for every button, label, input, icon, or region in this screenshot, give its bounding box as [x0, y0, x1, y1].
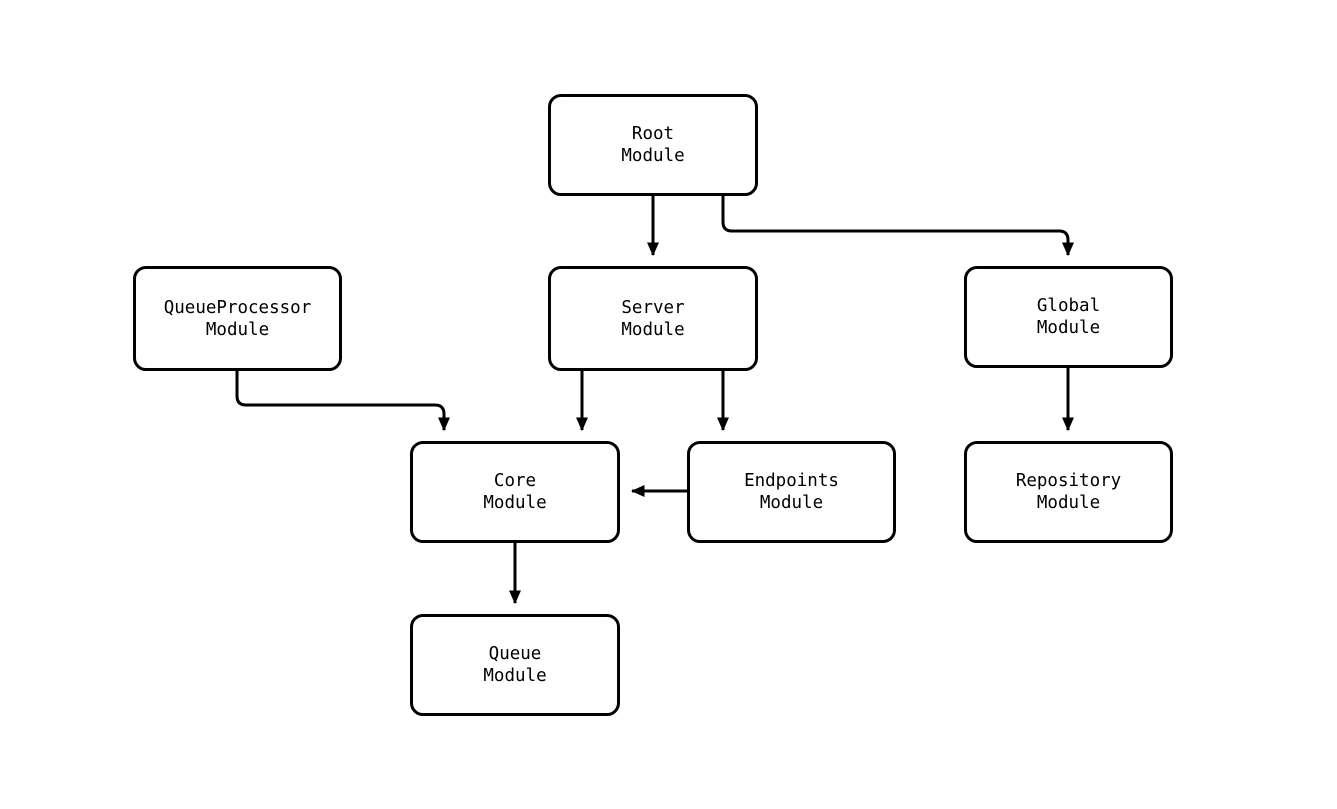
node-server-module-line2: Module — [621, 319, 685, 340]
node-repository-module-line1: Repository — [1015, 471, 1122, 491]
node-repository-module-line2: Module — [1036, 493, 1101, 513]
edge-root-to-global — [721, 196, 1075, 257]
node-global-module-line2: Module — [1036, 318, 1101, 338]
node-core-module-line1: Core — [493, 471, 537, 491]
node-endpoints-module-line2: Module — [759, 493, 824, 513]
node-queueprocessor-module-line2: Module — [205, 319, 270, 340]
node-endpoints-module-line1: Endpoints — [744, 471, 839, 491]
node-root-module-line2: Module — [621, 146, 685, 166]
edge-queueprocessor-to-core — [235, 371, 451, 432]
node-endpoints-module[interactable]: Endpoints Module — [687, 441, 896, 543]
node-global-module-line1: Global — [1036, 296, 1101, 316]
node-core-module[interactable]: Core Module — [410, 441, 620, 543]
node-root-module-line1: Root — [631, 124, 675, 144]
node-repository-module[interactable]: Repository Module — [964, 441, 1173, 543]
node-queue-module-line1: Queue — [488, 644, 542, 664]
node-core-module-line2: Module — [483, 493, 547, 513]
node-server-module[interactable]: Server Module — [548, 266, 758, 371]
node-global-module[interactable]: Global Module — [964, 266, 1173, 368]
node-queueprocessor-module-line1: QueueProcessor — [163, 297, 312, 318]
node-queue-module-line2: Module — [483, 666, 547, 686]
node-server-module-line1: Server — [621, 297, 685, 318]
node-root-module[interactable]: Root Module — [548, 94, 758, 196]
node-queue-module[interactable]: Queue Module — [410, 614, 620, 716]
node-queueprocessor-module[interactable]: QueueProcessor Module — [133, 266, 342, 371]
